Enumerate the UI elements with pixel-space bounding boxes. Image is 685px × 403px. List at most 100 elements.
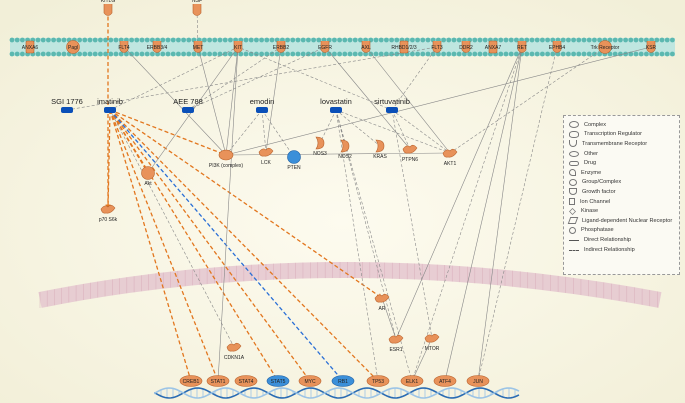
node-ddr2[interactable]: DDR2: [459, 41, 473, 53]
legend-item: Other: [569, 149, 674, 159]
node-ar[interactable]: AR: [374, 293, 390, 312]
edge-EGFR-PTPN6: [324, 46, 411, 150]
node-label: CDKN1A: [224, 355, 245, 361]
legend-symbol: [569, 121, 579, 129]
edge-KIT-STAT1: [216, 46, 239, 382]
drug-aee788[interactable]: AEE 788: [173, 97, 203, 113]
node-nsf[interactable]: NSF: [192, 0, 202, 16]
node-esr1[interactable]: ESR1: [388, 334, 404, 353]
edge-imatinib-TP53: [109, 109, 379, 382]
node-kit[interactable]: KIT: [233, 41, 243, 53]
node-rb1[interactable]: RB1: [331, 375, 355, 387]
drug-imatinib[interactable]: imatinib: [97, 97, 123, 113]
node-creb1[interactable]: CREB1: [179, 375, 203, 387]
legend-item: Growth factor: [569, 187, 674, 197]
nuclear-membrane: [38, 262, 662, 308]
legend-symbol: [569, 226, 576, 234]
node-label: ANXA6: [22, 45, 39, 51]
node-nos3[interactable]: NOS3: [313, 136, 327, 157]
legend-symbol: [569, 169, 576, 177]
legend-label: Complex: [584, 121, 607, 128]
edge-lovastatin-KRAS: [335, 109, 381, 147]
node-cdkn1a[interactable]: CDKN1A: [224, 342, 245, 361]
node-label: DDR2: [459, 45, 473, 51]
node-myc[interactable]: MYC: [298, 375, 322, 387]
drug-sgi1776[interactable]: SGI 1776: [51, 97, 83, 113]
node-flt4[interactable]: FLT4: [118, 41, 130, 53]
node-label: NOS3: [313, 151, 327, 157]
legend-label: Direct Relationship: [584, 236, 631, 243]
edge-sirtuvatinib-MTOR: [391, 109, 433, 339]
node-stat5[interactable]: STAT5: [266, 375, 290, 387]
edge-RET-ATF4: [444, 46, 523, 382]
node-label: RHBD1/2/3: [391, 45, 417, 51]
edge-RET-JUN: [477, 46, 523, 382]
node-met[interactable]: MET: [193, 41, 204, 53]
node-mtor[interactable]: MTOR: [424, 333, 440, 352]
drug-emodin[interactable]: emodin: [250, 97, 275, 113]
legend-item: Ion Channel: [569, 197, 674, 207]
node-label: KIT: [234, 45, 242, 51]
node-trkreceptor[interactable]: Trk Receptor: [591, 40, 620, 54]
node-label: ELK1: [406, 379, 418, 385]
node-nos2[interactable]: NOS2: [338, 139, 352, 160]
node-ptpn6[interactable]: PTPN6: [402, 144, 418, 163]
legend-symbol: [569, 249, 579, 251]
node-label: ERBB3/4: [147, 45, 168, 51]
edge-MTOR-ELK1: [411, 337, 433, 382]
node-label: Pagl: [68, 45, 78, 51]
drug-sirtuvatinib[interactable]: sirtuvatinib: [374, 97, 410, 113]
legend-symbol: [569, 160, 579, 166]
node-stat1[interactable]: STAT1: [206, 375, 230, 387]
node-label: KITLG: [101, 0, 116, 4]
node-axl[interactable]: AXL: [361, 41, 371, 53]
node-rhbdd[interactable]: RHBD1/2/3: [391, 40, 417, 54]
node-anxa7[interactable]: ANXA7: [485, 40, 502, 54]
node-erbb2[interactable]: ERBB2: [273, 41, 290, 53]
node-ret[interactable]: RET: [517, 41, 527, 53]
legend-item: Phosphatase: [569, 226, 674, 236]
node-label: CREB1: [183, 379, 200, 385]
legend-symbol: [567, 217, 579, 225]
node-pten[interactable]: PTEN: [287, 150, 301, 172]
edge-imatinib-STAT1: [109, 109, 219, 382]
node-pi3k[interactable]: PI3K (complex): [209, 149, 244, 169]
node-kras[interactable]: KRAS: [373, 139, 387, 160]
cell-membrane: [9, 37, 675, 57]
edge-sirtuvatinib-AKT1: [391, 109, 451, 154]
node-label: Akt: [144, 181, 152, 187]
drug-lovastatin[interactable]: lovastatin: [320, 97, 352, 113]
edge-ERBB2-LCK: [265, 46, 282, 153]
node-pagl[interactable]: Pagl: [66, 40, 80, 54]
legend-item: Indirect Relationship: [569, 245, 674, 255]
node-ksr[interactable]: KSR: [646, 41, 657, 53]
node-anxa6[interactable]: ANXA6: [22, 40, 39, 54]
node-label: ESR1: [389, 347, 402, 353]
node-jun[interactable]: JUN: [466, 375, 490, 387]
node-ephb4[interactable]: EPHB4: [549, 41, 566, 53]
node-label: FLT4: [118, 45, 130, 51]
node-akt[interactable]: Akt: [141, 166, 155, 188]
node-stat4[interactable]: STAT4: [234, 375, 258, 387]
legend-symbol: [569, 150, 579, 157]
node-elk1[interactable]: ELK1: [400, 375, 424, 387]
legend-label: Ion Channel: [580, 198, 611, 205]
node-label: STAT1: [211, 379, 226, 385]
node-label: ATF4: [439, 379, 451, 385]
node-akt1[interactable]: AKT1: [442, 148, 458, 167]
node-egfr[interactable]: EGFR: [318, 41, 332, 53]
edge-imatinib-p70S6k: [105, 109, 111, 210]
node-tp53[interactable]: TP53: [366, 375, 390, 387]
node-erbb3[interactable]: ERBB3/4: [147, 41, 168, 53]
node-p70s6k[interactable]: p70 S6k: [99, 204, 118, 223]
edge-lovastatin-ELK1: [335, 109, 413, 382]
edge-RET-ESR1: [395, 46, 523, 340]
node-label: JUN: [473, 379, 483, 385]
edge-KSR-PI3K: [225, 46, 652, 156]
node-flt3[interactable]: FLT3: [431, 41, 443, 53]
drug-label: sirtuvatinib: [374, 97, 410, 106]
node-lck[interactable]: LCK: [258, 147, 274, 166]
node-kitlg[interactable]: KITLG: [101, 0, 116, 16]
node-atf4[interactable]: ATF4: [433, 375, 457, 387]
